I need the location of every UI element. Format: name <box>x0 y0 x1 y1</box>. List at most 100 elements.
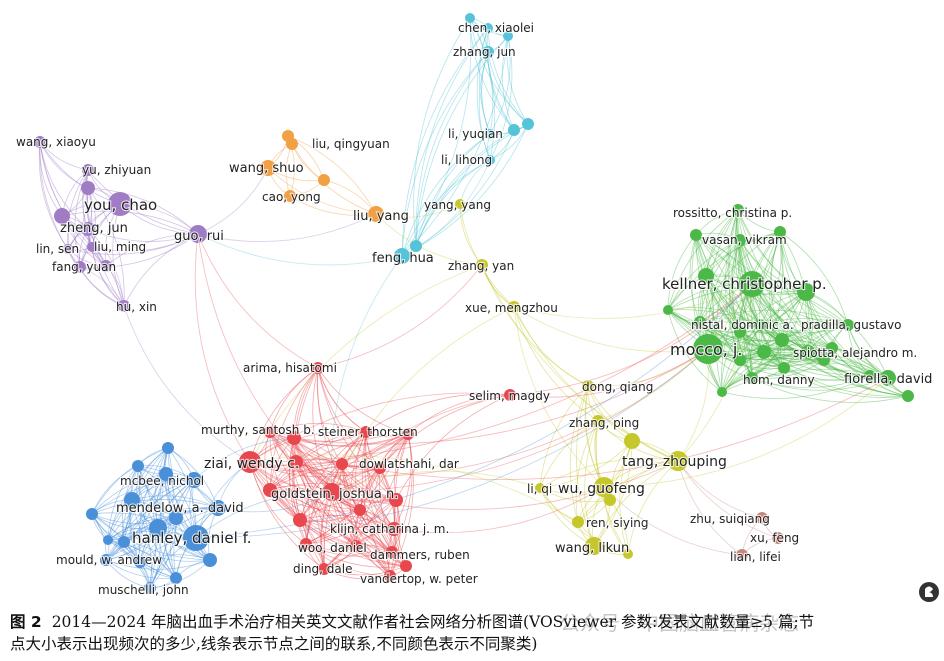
edge <box>695 234 741 361</box>
node-cao-yong <box>284 190 296 202</box>
edge <box>105 233 199 267</box>
node-wu-guofeng <box>594 477 614 497</box>
node-minor-3 <box>522 118 534 130</box>
edge <box>807 351 889 379</box>
edge <box>695 234 765 353</box>
edge <box>705 275 809 353</box>
edge <box>751 377 909 403</box>
edge <box>469 17 496 161</box>
node-hu-xin <box>118 300 130 312</box>
edge <box>341 463 391 577</box>
edge <box>269 431 333 493</box>
edge <box>677 460 763 519</box>
edge <box>759 324 825 361</box>
edge <box>299 519 393 553</box>
edge <box>739 239 833 349</box>
edge <box>597 283 753 422</box>
node-minor-14 <box>663 305 673 315</box>
edge <box>805 291 909 397</box>
edge <box>305 463 343 545</box>
edge <box>365 431 395 530</box>
node-minor-41 <box>159 467 173 481</box>
edge <box>293 437 397 501</box>
edge <box>469 17 515 131</box>
edge <box>67 169 89 250</box>
node-mendelow <box>210 500 226 516</box>
node-minor-33 <box>389 493 403 507</box>
node-muschelli <box>144 582 156 594</box>
edge <box>415 123 529 247</box>
node-ren-siying <box>572 516 584 528</box>
edge <box>699 321 783 342</box>
watermark-logo-icon <box>919 582 939 602</box>
edge <box>269 489 407 567</box>
edge <box>739 352 825 361</box>
edge <box>667 309 783 342</box>
edge <box>401 27 489 257</box>
node-steiner <box>360 426 372 438</box>
node-minor-30 <box>289 455 303 469</box>
edge <box>509 348 709 398</box>
edge <box>389 499 401 577</box>
edge <box>67 233 199 255</box>
edge <box>576 385 595 547</box>
edge <box>705 275 849 326</box>
edge <box>269 489 391 577</box>
edge <box>105 473 167 561</box>
edge <box>91 513 177 525</box>
edge <box>105 517 177 561</box>
node-label-lian-lifei: lian, lifei <box>730 550 781 564</box>
edge <box>269 367 319 433</box>
edge <box>739 331 825 361</box>
edge <box>269 489 393 553</box>
node-label-liu-yang: liu, yang <box>353 209 409 224</box>
node-label-chen-xiaolei: chen, xiaolei <box>458 21 534 35</box>
node-fang-yuan <box>74 261 86 273</box>
edge <box>105 465 139 561</box>
watermark-text: 公众号 · 中国脑血管病杂志 <box>560 611 800 635</box>
edge <box>149 517 177 589</box>
edge <box>486 27 515 131</box>
edge <box>299 519 407 567</box>
edge <box>294 367 319 463</box>
edge <box>823 359 909 397</box>
edge <box>91 479 195 515</box>
edge <box>269 367 319 491</box>
edge <box>269 489 361 512</box>
node-label-xu-feng: xu, feng <box>750 531 799 545</box>
node-minor-21 <box>778 362 790 374</box>
node-lin-sen <box>63 244 73 254</box>
edge <box>395 394 511 501</box>
edge <box>415 159 491 247</box>
node-label-wang-likun: wang, likun <box>555 541 629 556</box>
edge <box>759 231 782 326</box>
edge <box>751 377 889 391</box>
node-label-yang-yang: yang, yang <box>424 198 491 212</box>
edge <box>292 437 325 570</box>
edge <box>677 460 779 539</box>
edge <box>513 306 679 462</box>
edge <box>401 123 529 257</box>
node-minor-25 <box>734 354 746 366</box>
node-label-rossitto: rossitto, christina p. <box>673 206 792 220</box>
edge <box>317 367 409 435</box>
edge <box>539 385 589 489</box>
node-hanley <box>183 525 209 551</box>
edge <box>781 339 871 377</box>
edge <box>751 375 871 389</box>
edge <box>173 479 195 579</box>
edge <box>131 499 152 589</box>
edge <box>759 324 833 349</box>
node-label-ziai: ziai, wendy c. <box>204 456 299 472</box>
node-wang-shuo <box>260 160 276 176</box>
edge <box>197 233 319 369</box>
edge <box>705 275 741 361</box>
node-lian-lifei <box>736 549 748 561</box>
edge <box>195 491 333 539</box>
edge <box>79 233 199 268</box>
node-li-lihong <box>485 155 495 165</box>
edge <box>739 239 785 369</box>
node-minor-26 <box>624 433 640 449</box>
edge <box>269 489 357 547</box>
edge <box>197 167 269 235</box>
